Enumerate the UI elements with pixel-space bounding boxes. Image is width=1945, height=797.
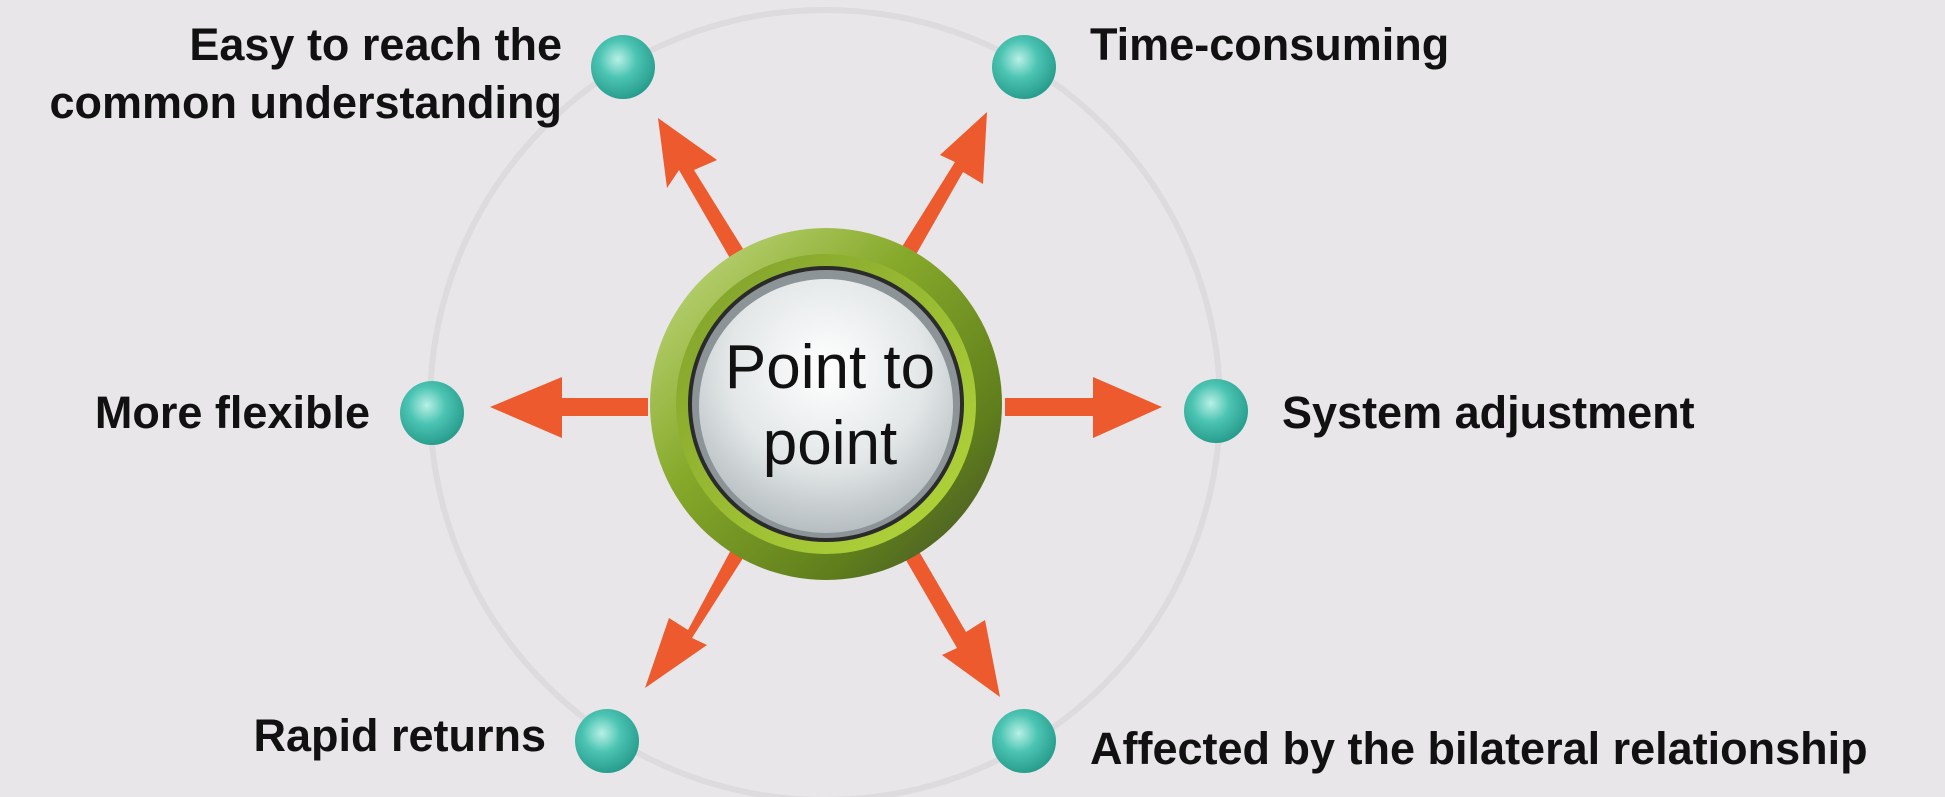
node-top-left [591,35,655,99]
label-top-left: Easy to reach the common understanding [49,16,562,132]
arrow-left [490,377,648,438]
arrow-down-right [903,548,1000,697]
center-title: Point to point [695,330,965,482]
label-mid-right: System adjustment [1282,387,1695,438]
arrow-up-left [658,118,745,260]
label-bottom-left: Rapid returns [253,710,546,761]
arrow-down-left [645,548,745,688]
arrow-up-right [900,112,987,258]
label-mid-left: More flexible [94,387,370,438]
label-bottom-right: Affected by the bilateral relationship [1090,723,1868,774]
node-mid-left [400,381,464,445]
center-button [650,228,1002,580]
arrow-right [1005,377,1162,438]
center-title-line2: point [762,409,898,478]
node-bottom-right [992,709,1056,773]
center-title-line1: Point to [724,333,936,402]
label-top-left-line1: Easy to reach the [189,19,562,70]
label-top-right: Time-consuming [1090,19,1450,70]
node-bottom-left [575,709,639,773]
label-top-left-line2: common understanding [49,77,562,128]
node-top-right [992,35,1056,99]
node-mid-right [1184,379,1248,443]
